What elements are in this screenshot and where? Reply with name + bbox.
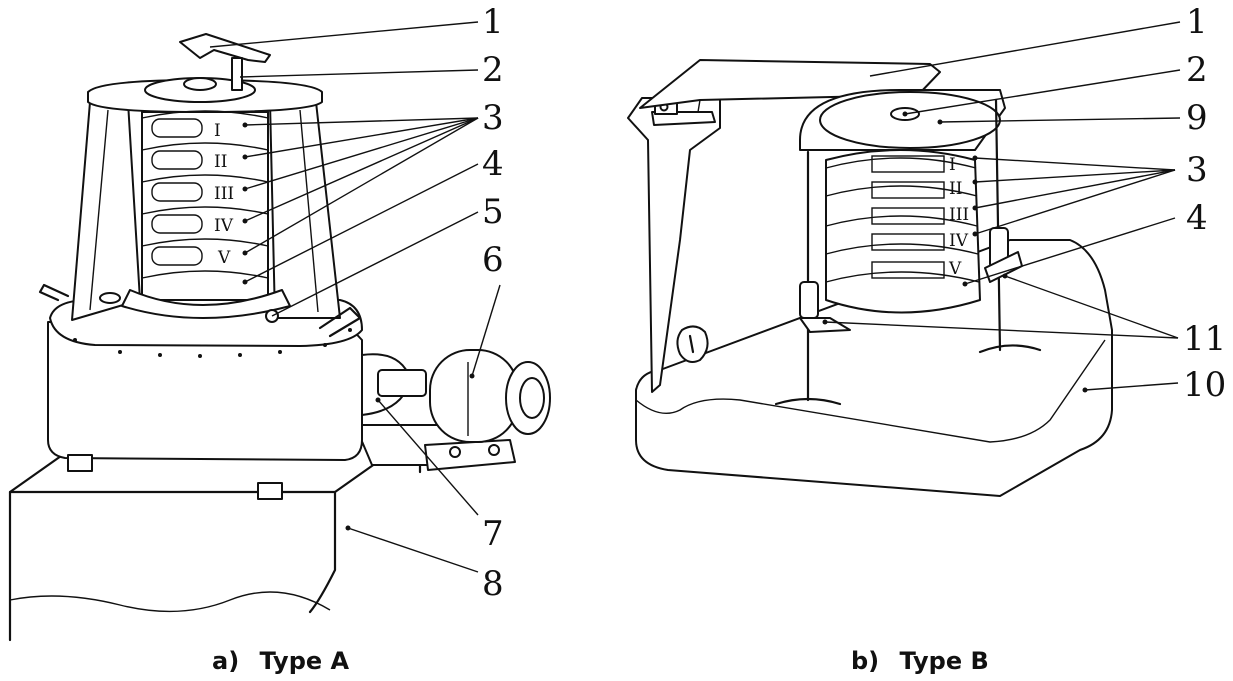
callout-a-4: 4 <box>482 144 504 184</box>
type-b-machine <box>627 59 1113 497</box>
callouts-b: 1 2 9 3 4 11 10 <box>1183 2 1226 405</box>
sieve-b-label-2: II <box>949 179 962 199</box>
sieve-a-label-2: II <box>214 152 227 172</box>
callout-a-6: 6 <box>482 240 504 280</box>
leader-dots-b <box>822 111 1088 393</box>
leader-dots-a <box>242 122 475 531</box>
caption-a: a) Type A <box>212 647 350 675</box>
sieve-b-label-5: V <box>948 259 962 279</box>
leader-lines-b <box>824 21 1181 391</box>
callout-b-1: 1 <box>1186 2 1208 42</box>
caption-a-text: Type A <box>260 647 350 675</box>
callout-b-10: 10 <box>1183 365 1226 405</box>
caption-b: b) Type B <box>851 647 989 675</box>
callout-b-9: 9 <box>1186 98 1208 138</box>
sieve-labels-a: I II III IV V <box>214 121 234 268</box>
callout-a-2: 2 <box>482 50 504 90</box>
sieve-a-label-1: I <box>214 121 221 141</box>
callout-a-1: 1 <box>482 2 504 42</box>
callout-a-7: 7 <box>482 514 504 554</box>
callout-b-3: 3 <box>1186 150 1208 190</box>
sieve-b-label-3: III <box>949 205 969 225</box>
callout-a-8: 8 <box>482 564 504 604</box>
callout-a-3: 3 <box>482 98 504 138</box>
caption-b-text: Type B <box>900 647 989 675</box>
callout-b-11: 11 <box>1183 319 1226 359</box>
sieve-a-label-4: IV <box>214 216 234 236</box>
sieve-a-label-5: V <box>217 248 231 268</box>
sieve-b-label-1: I <box>949 155 956 175</box>
sieve-a-label-3: III <box>214 184 234 204</box>
sieve-labels-b: I II III IV V <box>948 155 969 279</box>
callout-b-4: 4 <box>1186 198 1208 238</box>
callout-b-2: 2 <box>1186 50 1208 90</box>
callouts-a: 1 2 3 4 5 6 7 8 <box>482 2 504 604</box>
type-a-machine <box>8 33 551 642</box>
callout-a-5: 5 <box>482 192 504 232</box>
caption-a-letter: a) <box>212 647 239 675</box>
caption-b-letter: b) <box>851 647 879 675</box>
sieve-b-label-4: IV <box>949 231 969 251</box>
leader-lines-a <box>209 21 501 573</box>
